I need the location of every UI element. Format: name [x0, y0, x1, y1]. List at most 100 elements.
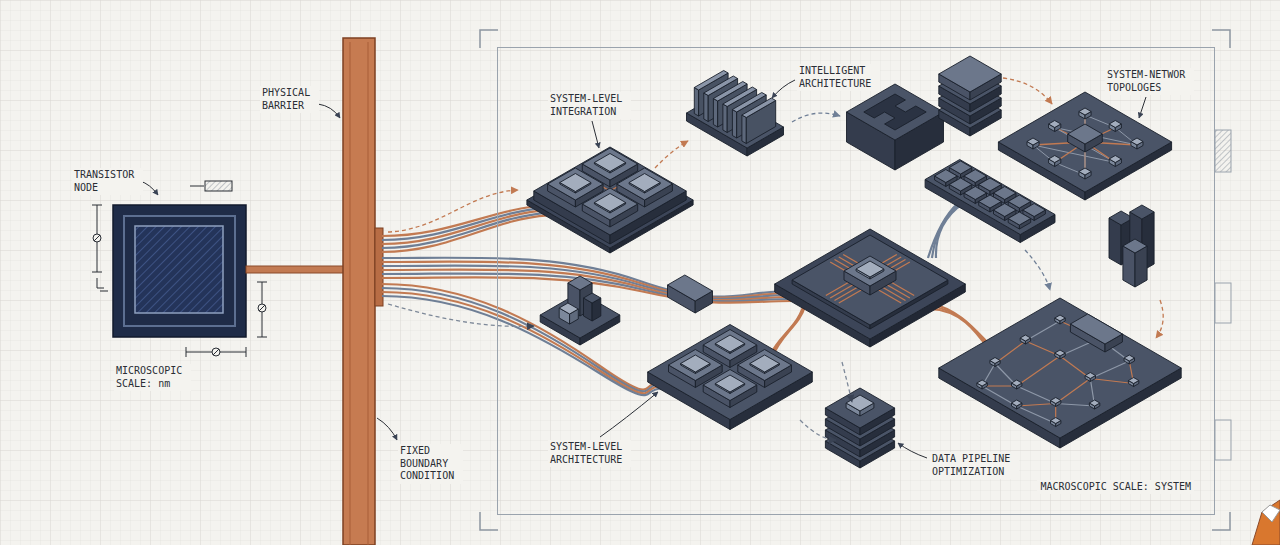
iso-face [925, 180, 1020, 243]
flow-arrow [388, 304, 534, 326]
frame-brackets [480, 30, 498, 48]
physical-barrier-bar [368, 42, 369, 545]
callout-label: MICROSCOPIC SCALE: nm [114, 364, 191, 391]
iso-face [775, 229, 966, 339]
iso-face [582, 148, 637, 180]
iso-face [1020, 335, 1030, 341]
signal-wire [772, 306, 805, 358]
flow-arrow [388, 190, 518, 232]
scale-caption: MACROSCOPIC SCALE: SYSTEM [1037, 480, 1194, 495]
recess [864, 94, 926, 130]
architecture-board [648, 325, 813, 430]
iso-face [703, 370, 757, 401]
callout-label: SYSTEM-LEVEL ARCHITECTURE [548, 440, 631, 467]
ruler-tabs [1215, 420, 1231, 460]
callout-label: INTELLIGENT ARCHITECTURE [797, 64, 880, 91]
callout-label: SYSTEM-LEVEL INTEGRATION [548, 92, 631, 119]
iso-face [713, 99, 717, 128]
central-board [775, 229, 966, 347]
iso-face [1131, 138, 1143, 145]
iso-face [1089, 400, 1099, 406]
trace-line [1017, 404, 1056, 407]
flow-arrow [842, 362, 852, 402]
iso-face [548, 168, 604, 200]
dimension-marks [213, 349, 219, 355]
dimension-marks [205, 181, 232, 191]
iso-face [704, 93, 708, 122]
iso-face [732, 110, 736, 139]
signal-wire [382, 292, 662, 393]
iso-face [694, 88, 698, 117]
iso-face [925, 160, 1055, 235]
leader-lines [1139, 97, 1146, 118]
leader-lines [318, 104, 340, 118]
callout-label: SYSTEM-NETWOR TOPOLOGES [1105, 68, 1194, 95]
iso-face [1130, 205, 1154, 219]
iso-face [1068, 124, 1103, 144]
leader-lines [140, 80, 1146, 458]
dimension-marks [92, 205, 102, 206]
frame-brackets [1212, 30, 1230, 48]
trace-line [1033, 145, 1115, 163]
iso-face [742, 98, 776, 118]
iso-face [1070, 314, 1122, 344]
iso-face [668, 275, 713, 301]
transistor-node-chip [135, 226, 223, 313]
flow-arrow [1025, 250, 1050, 290]
iso-face [582, 188, 637, 220]
iso-face [949, 178, 972, 191]
iso-face [825, 388, 894, 428]
iso-face [594, 154, 625, 172]
corner-tool [1262, 505, 1280, 522]
iso-face [723, 104, 727, 133]
ruler-tabs [1215, 130, 1231, 460]
small-device [540, 276, 620, 345]
dimension-marks [92, 272, 102, 273]
physical-barrier-bar [375, 228, 383, 306]
iso-face [534, 147, 686, 235]
iso-face [1008, 195, 1030, 208]
trace-line [879, 290, 902, 303]
data-flow-arrows [388, 78, 1163, 440]
iso-face [1049, 156, 1061, 163]
iso-face [594, 194, 625, 212]
server-racks [1109, 205, 1154, 287]
iso-face [1051, 418, 1061, 424]
trace-line [839, 290, 862, 303]
transistor-node-chip [246, 266, 344, 273]
callout-label: FIXED BOUNDARY CONDITION [398, 444, 463, 484]
dimension-marks [190, 186, 204, 187]
wire-bundles [382, 203, 990, 395]
iso-face [1027, 138, 1039, 145]
iso-face [844, 256, 896, 286]
leader-lines [772, 80, 795, 98]
dimension-marks [94, 235, 100, 241]
iso-face [1109, 156, 1121, 163]
iso-face [1128, 378, 1138, 384]
iso-face [979, 178, 1002, 191]
iso-face [1051, 398, 1061, 404]
frame-brackets [480, 512, 498, 530]
iso-face [715, 335, 744, 352]
flow-arrow [1156, 300, 1163, 338]
iso-face [669, 350, 723, 381]
iso-face [629, 174, 660, 192]
callout-label: PHYSICAL BARRIER [260, 86, 319, 113]
trace-line [1017, 386, 1056, 404]
iso-face [994, 204, 1017, 217]
iso-face [648, 325, 813, 420]
iso-face [1012, 380, 1022, 386]
iso-face [750, 355, 780, 372]
iso-face [1109, 218, 1121, 265]
iso-face [939, 298, 1181, 438]
dimension-marks [246, 347, 247, 357]
trace-line [1056, 404, 1095, 407]
iso-face [939, 56, 1001, 92]
iso-face [617, 168, 673, 200]
mesh-board [939, 298, 1181, 448]
iso-face [1109, 121, 1121, 128]
